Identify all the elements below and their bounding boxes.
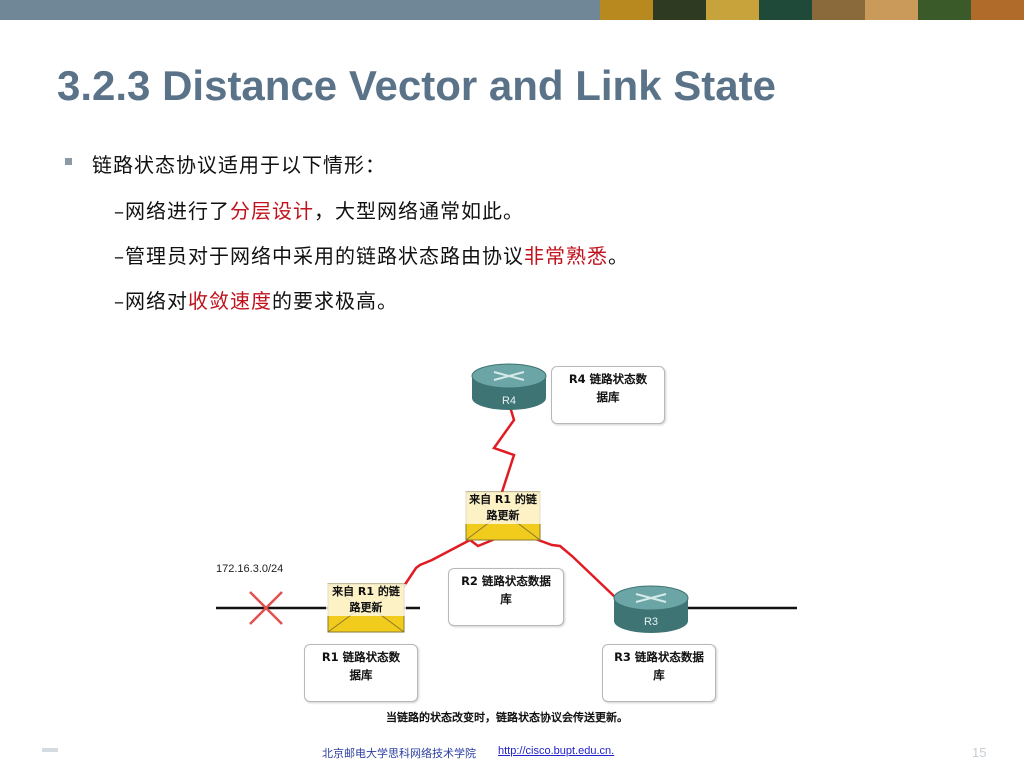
router-label: R3 — [644, 616, 658, 628]
router-label: R4 — [502, 395, 516, 407]
database-label: 据库 — [596, 390, 620, 404]
subitem-1: –网络进行了分层设计，大型网络通常如此。 — [114, 195, 524, 224]
database-label: 库 — [653, 668, 665, 682]
subitem-2: –管理员对于网络中采用的链路状态路由协议非常熟悉。 — [114, 240, 629, 269]
database-label: 库 — [500, 592, 512, 606]
envelope-label: 来自 R1 的链 路更新 — [326, 584, 406, 616]
subitem-3: –网络对收敛速度的要求极高。 — [114, 285, 398, 314]
subitem-highlight: 分层设计 — [230, 199, 314, 223]
dash: – — [114, 289, 125, 313]
header-photo-strip — [600, 0, 1024, 20]
footer-url-link[interactable]: http://cisco.bupt.edu.cn. — [498, 745, 615, 757]
bullet-icon — [65, 158, 72, 165]
r4-database-box: R4 链路状态数 据库 — [551, 366, 665, 424]
envelope-label-line: 来自 R1 的链 — [469, 493, 537, 506]
database-label: R1 链路状态数 — [321, 650, 401, 664]
subitem-text: 的要求极高。 — [272, 289, 398, 313]
r3-database-box: R3 链路状态数据 库 — [602, 644, 716, 702]
subitem-text: 。 — [608, 244, 629, 268]
envelope-label-line: 来自 R1 的链 — [332, 585, 400, 598]
subnet-label: 172.16.3.0/24 — [216, 563, 284, 575]
dash: – — [114, 244, 125, 268]
dash: – — [114, 199, 125, 223]
serial-link-r4-r2 — [492, 399, 516, 493]
footer-school: 北京邮电大学思科网络技术学院 — [322, 747, 476, 760]
router-icon — [471, 363, 547, 410]
serial-link-r1-r2 — [398, 535, 501, 593]
subitem-text: ，大型网络通常如此。 — [314, 199, 524, 223]
router-icon — [613, 585, 689, 633]
page-number: 15 — [972, 745, 987, 760]
database-label: R4 链路状态数 — [568, 372, 648, 386]
envelope-label: 来自 R1 的链 路更新 — [464, 492, 542, 524]
subitem-highlight: 收敛速度 — [188, 289, 272, 313]
subitem-text: 网络对 — [125, 289, 188, 313]
r1-database-box: R1 链路状态数 据库 — [304, 644, 418, 702]
subitem-highlight: 非常熟悉 — [524, 244, 608, 268]
bullet-text: 链路状态协议适用于以下情形： — [92, 153, 386, 177]
serial-link-r2-r3 — [529, 535, 617, 599]
database-label: R2 链路状态数据 — [461, 574, 551, 588]
footer-logo — [42, 748, 58, 752]
subitem-text: 网络进行了 — [125, 199, 230, 223]
slide-title: 3.2.3 Distance Vector and Link State — [57, 62, 776, 109]
database-label: 据库 — [349, 668, 373, 682]
link-down-icon — [249, 591, 283, 625]
subitem-text: 管理员对于网络中采用的链路状态路由协议 — [125, 244, 524, 268]
envelope-label-line: 路更新 — [486, 509, 520, 522]
diagram-caption: 当链路的状态改变时，链路状态协议会传送更新。 — [386, 711, 628, 724]
envelope-label-line: 路更新 — [349, 601, 383, 614]
database-label: R3 链路状态数据 — [614, 650, 704, 664]
r2-database-box: R2 链路状态数据 库 — [448, 568, 564, 626]
